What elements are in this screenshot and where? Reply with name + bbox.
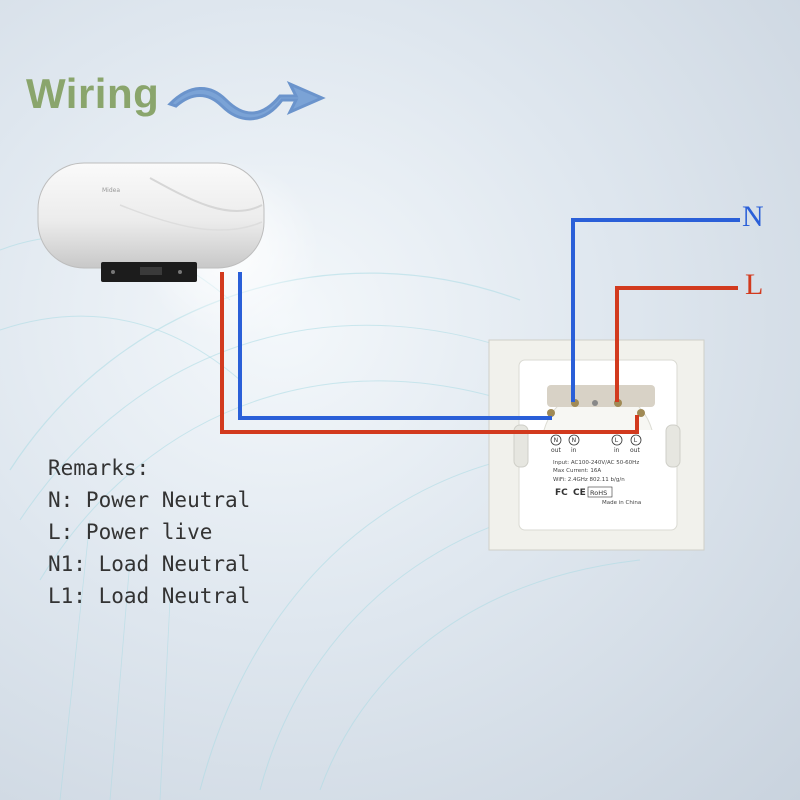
remark-item: L: Power live bbox=[48, 520, 213, 544]
smart-switch-back: N out N in L in L out Input: AC100-240V/… bbox=[488, 339, 705, 551]
load-live-wire bbox=[220, 272, 639, 434]
water-heater: Midea bbox=[37, 162, 265, 282]
ce-mark: CE bbox=[573, 488, 586, 498]
neutral-label: N bbox=[742, 200, 764, 233]
rohs-mark: RoHS bbox=[590, 489, 607, 497]
terminal-label: N bbox=[554, 437, 559, 444]
neutral-supply-wire bbox=[571, 218, 740, 402]
spec-input: Input: AC100-240V/AC 50-60Hz bbox=[553, 460, 639, 466]
live-label: L bbox=[745, 268, 764, 301]
terminal-label: L bbox=[634, 437, 638, 444]
remark-item: L1: Load Neutral bbox=[48, 584, 251, 608]
wiring-arrow-icon bbox=[167, 80, 326, 121]
remark-item: N: Power Neutral bbox=[48, 488, 251, 512]
terminal-sub: out bbox=[630, 447, 640, 454]
background-network-decoration bbox=[0, 235, 641, 800]
terminal-screw bbox=[592, 400, 598, 406]
terminal-sub: out bbox=[551, 447, 561, 454]
fc-mark: FC bbox=[555, 488, 568, 498]
made-in-label: Made in China bbox=[602, 500, 641, 506]
terminal-screw bbox=[547, 409, 555, 417]
wiring-title: Wiring bbox=[26, 70, 160, 117]
terminal-label: N bbox=[572, 437, 577, 444]
load-neutral-wire bbox=[238, 272, 552, 420]
spec-current: Max Current: 16A bbox=[553, 468, 601, 474]
spec-wifi: WiFi: 2.4GHz 802.11 b/g/n bbox=[553, 477, 625, 483]
remark-item: N1: Load Neutral bbox=[48, 552, 251, 576]
terminal-label: L bbox=[615, 437, 619, 444]
terminal-markers: N out N in L in L out bbox=[550, 434, 642, 454]
terminal-sub: in bbox=[614, 447, 620, 454]
remarks-heading: Remarks: bbox=[48, 456, 150, 480]
terminal-sub: in bbox=[571, 447, 577, 454]
remarks-block: Remarks: N: Power Neutral L: Power live … bbox=[48, 452, 250, 612]
wires bbox=[220, 218, 740, 434]
heater-brand-logo: Midea bbox=[102, 187, 120, 194]
live-supply-wire bbox=[615, 286, 738, 402]
